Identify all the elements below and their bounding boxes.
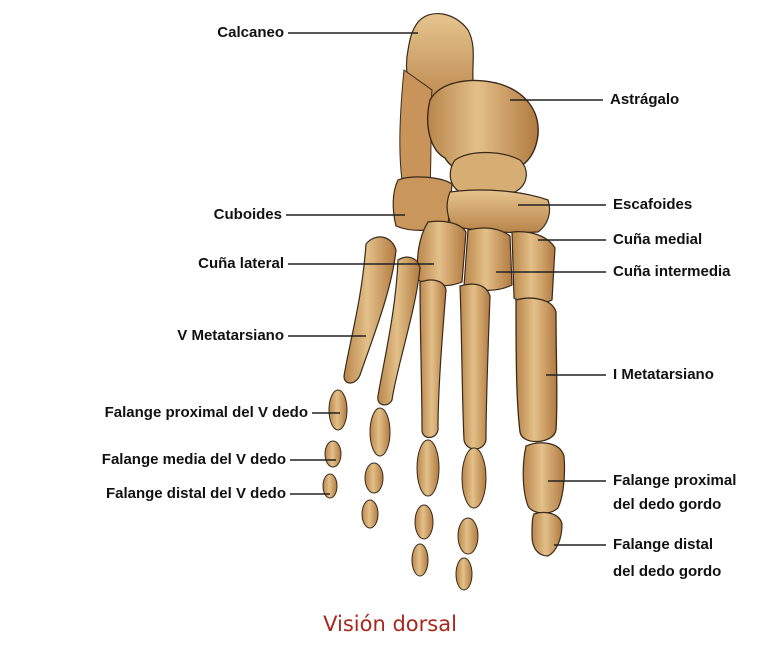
third-metatarsal-bone [420, 280, 446, 437]
second-metatarsal-bone [460, 284, 490, 449]
label-astragalo: Astrágalo [610, 91, 679, 109]
fourth-distal-phalanx [362, 500, 378, 528]
label-i-metatarsiano: I Metatarsiano [613, 366, 714, 384]
second-distal-phalanx [456, 558, 472, 590]
hallux-proximal-phalanx [523, 443, 564, 513]
label-escafoides: Escafoides [613, 196, 692, 214]
talus-head [450, 153, 526, 193]
label-falange-distal-v: Falange distal del V dedo [106, 485, 286, 503]
label-falange-media-v: Falange media del V dedo [102, 451, 286, 469]
fifth-middle-phalanx [325, 441, 341, 467]
label-falange-proximal-gordo-line1: Falange proximal [613, 472, 736, 490]
label-cuna-intermedia: Cuña intermedia [613, 263, 731, 281]
lateral-cuneiform-bone [417, 221, 466, 285]
label-falange-proximal-gordo-line2: del dedo gordo [613, 496, 721, 514]
calcaneus-body [400, 70, 432, 185]
second-proximal-phalanx [462, 448, 486, 508]
medial-cuneiform-bone [512, 232, 555, 305]
third-distal-phalanx [412, 544, 428, 576]
label-cuna-medial: Cuña medial [613, 231, 702, 249]
label-v-metatarsiano: V Metatarsiano [177, 327, 284, 345]
label-falange-distal-gordo-line1: Falange distal [613, 536, 713, 554]
hallux-distal-phalanx [532, 512, 562, 556]
second-middle-phalanx [458, 518, 478, 554]
label-falange-proximal-v: Falange proximal del V dedo [105, 404, 308, 422]
diagram-caption: Visión dorsal [0, 612, 780, 636]
fifth-proximal-phalanx [329, 390, 347, 430]
navicular-bone [447, 190, 549, 232]
label-cuna-lateral: Cuña lateral [198, 255, 284, 273]
label-calcaneo: Calcaneo [217, 24, 284, 42]
fourth-proximal-phalanx [370, 408, 390, 456]
label-cuboides: Cuboides [214, 206, 282, 224]
intermediate-cuneiform-bone [464, 228, 512, 290]
fourth-middle-phalanx [365, 463, 383, 493]
label-falange-distal-gordo-line2: del dedo gordo [613, 563, 721, 581]
first-metatarsal-bone [516, 298, 557, 441]
third-middle-phalanx [415, 505, 433, 539]
third-proximal-phalanx [417, 440, 439, 496]
